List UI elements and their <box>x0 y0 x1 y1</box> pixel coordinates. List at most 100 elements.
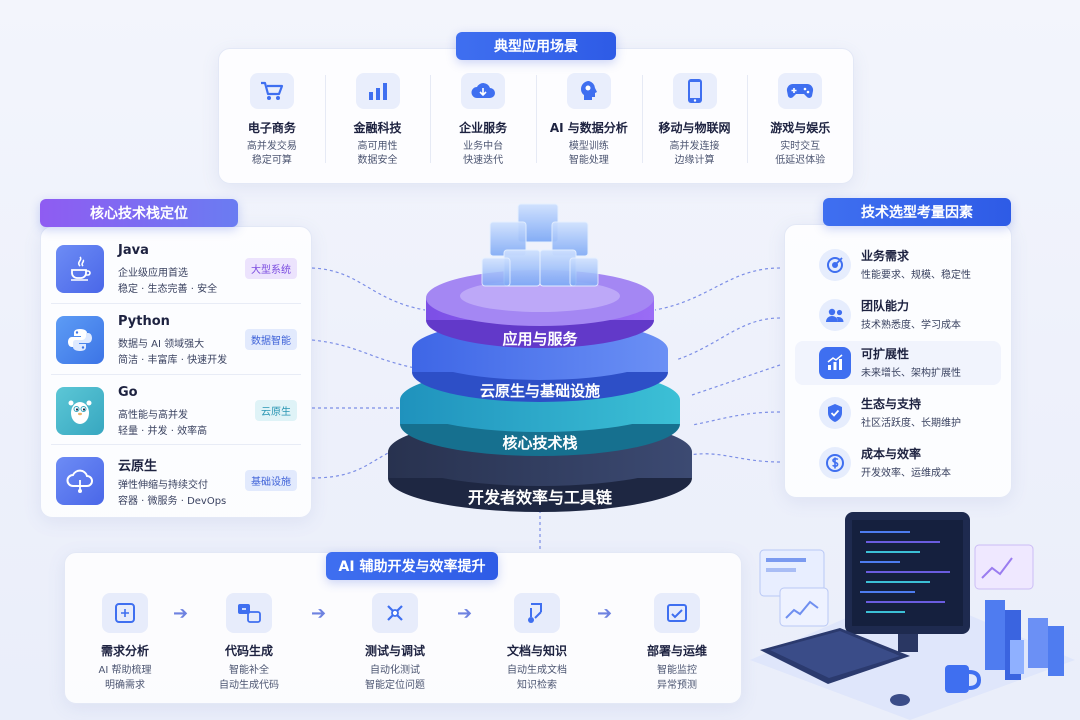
code-gen-icon <box>226 593 272 633</box>
divider <box>51 444 301 445</box>
tech-stack-panel: Java 企业级应用首选 稳定 · 生态完善 · 安全 大型系统 Python … <box>40 226 312 518</box>
requirement-icon <box>102 593 148 633</box>
step-title: 文档与知识 <box>506 644 567 658</box>
tech-features: 稳定 · 生态完善 · 安全 <box>118 284 218 295</box>
step-desc: 自动生成文档知识检索 <box>507 665 567 691</box>
tech-tag: 数据智能 <box>245 329 297 350</box>
scenario-enterprise[interactable]: 企业服务 业务中台快速迭代 <box>430 49 536 183</box>
scenario-fintech[interactable]: 金融科技 高可用性数据安全 <box>324 49 431 183</box>
cloud-native-icon <box>56 457 104 505</box>
divider <box>51 303 301 304</box>
cost-icon <box>819 447 851 479</box>
factor-title: 生态与支持 <box>861 397 922 411</box>
tech-item-java[interactable]: Java 企业级应用首选 稳定 · 生态完善 · 安全 大型系统 <box>41 233 311 303</box>
scenario-gaming[interactable]: 游戏与娱乐 实时交互低延迟体验 <box>747 49 853 183</box>
tech-tag: 云原生 <box>255 400 297 421</box>
scenario-title: AI 与数据分析 <box>549 121 628 135</box>
tech-desc: 企业级应用首选 <box>118 268 188 279</box>
layer-dev-efficiency: 开发者效率与工具链 <box>467 488 612 507</box>
tech-tag: 大型系统 <box>245 258 297 279</box>
scenario-desc: 高可用性数据安全 <box>357 141 398 166</box>
arrow-right-icon: ➔ <box>173 603 189 624</box>
tech-name: 云原生 <box>118 459 158 474</box>
tech-features: 容器 · 微服务 · DevOps <box>118 496 227 507</box>
tech-item-python[interactable]: Python 数据与 AI 领域强大 简洁 · 丰富库 · 快速开发 数据智能 <box>41 304 311 374</box>
factor-ecosystem[interactable]: 生态与支持 社区活跃度、长期维护 <box>795 391 1001 435</box>
factor-desc: 技术熟悉度、学习成本 <box>861 320 961 331</box>
phone-icon <box>672 73 717 109</box>
java-icon <box>56 245 104 293</box>
factor-desc: 性能要求、规模、稳定性 <box>861 270 971 281</box>
tech-stack-title: 核心技术栈定位 <box>40 199 238 227</box>
scenario-desc: 模型训练智能处理 <box>568 141 609 166</box>
step-desc: 智能补全自动生成代码 <box>219 665 279 691</box>
python-icon <box>56 316 104 364</box>
factor-desc: 开发效率、运维成本 <box>861 468 951 479</box>
tech-name: Python <box>118 314 170 329</box>
bar-chart-icon <box>355 73 400 109</box>
scenarios-title: 典型应用场景 <box>456 32 616 60</box>
factor-title: 业务需求 <box>861 249 910 263</box>
scenario-title: 企业服务 <box>459 121 508 135</box>
go-gopher-icon <box>56 387 104 435</box>
scenario-desc: 业务中台快速迭代 <box>463 141 504 166</box>
step-desc: 自动化测试智能定位问题 <box>365 665 425 691</box>
factor-business[interactable]: 业务需求 性能要求、规模、稳定性 <box>795 243 1001 287</box>
scenario-desc: 高并发连接边缘计算 <box>669 141 720 166</box>
step-deploy[interactable]: 部署与运维 智能监控异常预测 <box>617 593 737 693</box>
ai-head-icon <box>566 73 611 109</box>
factor-desc: 未来增长、架构扩展性 <box>861 368 961 379</box>
step-title: 代码生成 <box>224 644 273 658</box>
scenario-mobile-iot[interactable]: 移动与物联网 高并发连接边缘计算 <box>641 49 748 183</box>
arrow-right-icon: ➔ <box>311 603 327 624</box>
tech-features: 轻量 · 并发 · 效率高 <box>118 426 208 437</box>
factor-team[interactable]: 团队能力 技术熟悉度、学习成本 <box>795 293 1001 337</box>
layer-app-services: 应用与服务 <box>502 330 578 348</box>
factor-title: 团队能力 <box>861 299 910 313</box>
scenario-desc: 实时交互低延迟体验 <box>775 141 826 166</box>
arrow-right-icon: ➔ <box>597 603 613 624</box>
factors-title: 技术选型考量因素 <box>823 198 1011 226</box>
tech-item-go[interactable]: Go 高性能与高并发 轻量 · 并发 · 效率高 云原生 <box>41 375 311 445</box>
divider <box>51 374 301 375</box>
tech-tag: 基础设施 <box>245 470 297 491</box>
layer-core-stack: 核心技术栈 <box>502 434 578 452</box>
tech-item-cloud-native[interactable]: 云原生 弹性伸缩与持续交付 容器 · 微服务 · DevOps 基础设施 <box>41 445 311 515</box>
step-desc: AI 帮助梳理明确需求 <box>98 665 152 691</box>
factor-title: 成本与效率 <box>861 447 922 461</box>
cube-cluster-icon <box>481 203 599 287</box>
factor-cost[interactable]: 成本与效率 开发效率、运维成本 <box>795 441 1001 485</box>
scenario-title: 游戏与娱乐 <box>770 121 831 135</box>
cart-icon <box>249 73 294 109</box>
docs-icon <box>514 593 560 633</box>
scenario-title: 金融科技 <box>353 121 402 135</box>
tech-desc: 高性能与高并发 <box>118 410 188 421</box>
factor-scalability[interactable]: 可扩展性 未来增长、架构扩展性 <box>795 341 1001 385</box>
team-icon <box>819 299 851 331</box>
target-icon <box>819 249 851 281</box>
debug-icon <box>372 593 418 633</box>
arrow-right-icon: ➔ <box>457 603 473 624</box>
tech-name: Java <box>118 243 149 258</box>
ai-dev-title: AI 辅助开发与效率提升 <box>326 552 498 580</box>
tech-features: 简洁 · 丰富库 · 快速开发 <box>118 355 228 366</box>
factors-panel: 业务需求 性能要求、规模、稳定性 团队能力 技术熟悉度、学习成本 可扩展性 未来… <box>784 224 1012 498</box>
step-requirements[interactable]: 需求分析 AI 帮助梳理明确需求 <box>65 593 185 693</box>
workstation-illustration <box>750 512 1075 720</box>
scenario-ecommerce[interactable]: 电子商务 高并发交易稳定可算 <box>219 49 325 183</box>
step-title: 部署与运维 <box>646 644 707 658</box>
factor-title: 可扩展性 <box>861 347 910 361</box>
scenario-ai-data[interactable]: AI 与数据分析 模型训练智能处理 <box>536 49 642 183</box>
scenario-desc: 高并发交易稳定可算 <box>246 141 297 166</box>
step-testing[interactable]: 测试与调试 自动化测试智能定位问题 <box>335 593 455 693</box>
shield-check-icon <box>819 397 851 429</box>
tech-desc: 数据与 AI 领域强大 <box>118 339 205 350</box>
scenarios-panel: 电子商务 高并发交易稳定可算 金融科技 高可用性数据安全 企业服务 业务中台快速… <box>218 48 854 184</box>
layer-cloud-infra: 云原生与基础设施 <box>479 382 600 400</box>
step-docs[interactable]: 文档与知识 自动生成文档知识检索 <box>477 593 597 693</box>
step-code-gen[interactable]: 代码生成 智能补全自动生成代码 <box>189 593 309 693</box>
gamepad-icon <box>778 73 823 109</box>
scenario-title: 移动与物联网 <box>658 121 731 135</box>
step-title: 需求分析 <box>100 644 149 658</box>
step-title: 测试与调试 <box>364 644 425 658</box>
